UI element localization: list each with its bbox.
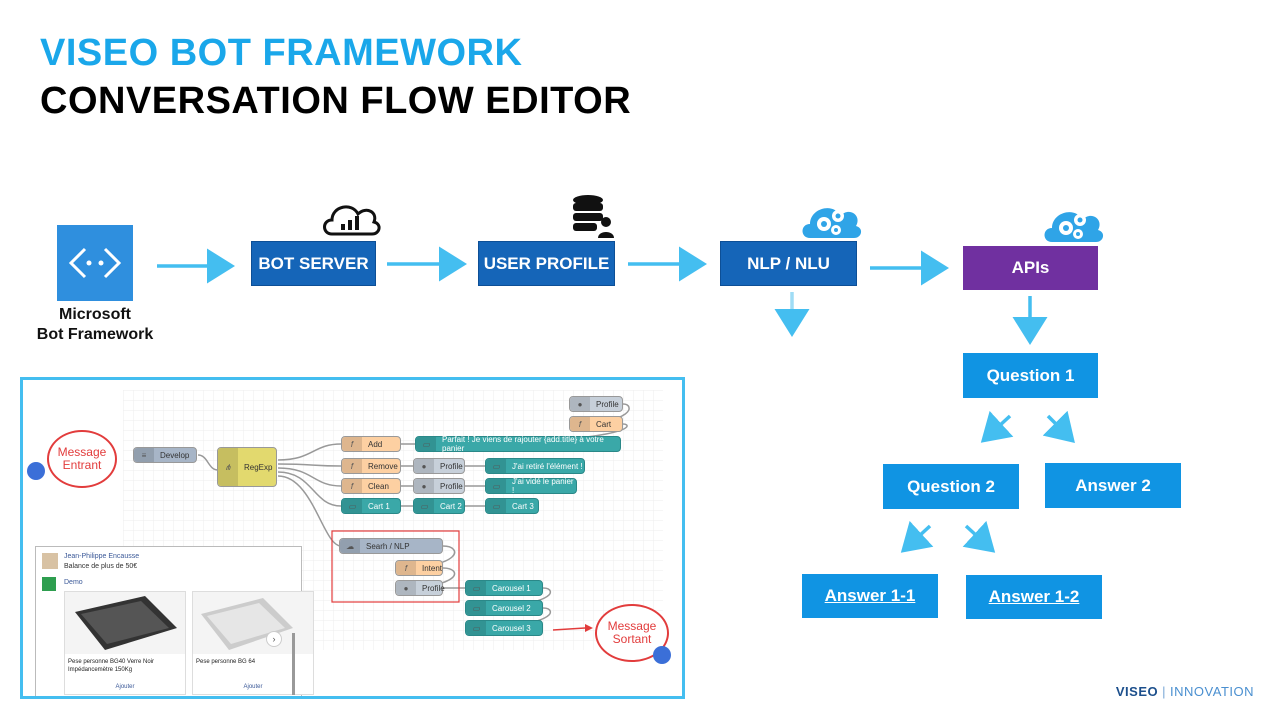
chevron-right-icon[interactable]: › [266,631,282,647]
user-profile-box: USER PROFILE [478,241,615,286]
product-card-1[interactable]: Pese personne BG40 Verre Noir Impédancem… [64,591,186,695]
avatar [42,553,58,569]
node-parfait[interactable]: ▭Parfait ! Je viens de rajouter {add.tit… [415,435,621,453]
node-profile-a[interactable]: ●Profile [413,458,465,474]
message-icon: ▭ [486,459,506,473]
title-line-2: CONVERSATION FLOW EDITOR [40,80,632,122]
message-icon: ▭ [466,621,486,635]
user-icon: ● [396,581,416,595]
message-icon: ▭ [416,437,436,451]
arrow-q1-to-q2 [980,410,1014,443]
function-icon: f [342,459,362,473]
list-icon: ≡ [134,448,154,462]
message-icon: ▭ [414,499,434,513]
user-icon: ● [414,459,434,473]
nlp-nlu-box: NLP / NLU [720,241,857,286]
bot-avatar [42,577,56,591]
node-develop[interactable]: ≡Develop [133,447,197,463]
product-image [65,592,185,654]
title-line-1: VISEO BOT FRAMEWORK [40,32,523,74]
product-card-2[interactable]: Pese personne BG 64 Ajouter [192,591,314,695]
node-profile-top[interactable]: ●Profile [569,396,623,412]
footer-brand: VISEO|INNOVATION [1115,684,1254,699]
node-cart-3[interactable]: ▭Cart 3 [485,498,539,514]
node-vide[interactable]: ▭J'ai vidé le panier ! [485,477,577,495]
node-cart-2[interactable]: ▭Cart 2 [413,498,465,514]
apis-box: APIs [963,246,1098,290]
arrow-q1-to-a2 [1042,410,1075,443]
user-icon: ● [570,397,590,411]
message-icon: ▭ [486,499,506,513]
add-to-cart-button[interactable]: Ajouter [243,684,263,690]
code-brackets-icon [68,247,122,279]
answer-1-1-box: Answer 1-1 [802,574,938,618]
node-cart-1[interactable]: ▭Cart 1 [341,498,401,514]
question-2-box: Question 2 [883,464,1019,509]
question-1-box: Question 1 [963,353,1098,398]
function-icon: f [342,479,362,493]
database-user-icon [573,195,614,238]
function-icon: f [570,417,590,431]
switch-icon: ⋔ [218,448,238,486]
function-icon: f [342,437,362,451]
message-icon: ▭ [466,581,486,595]
answer-1-2-box: Answer 1-2 [966,575,1102,619]
scale-image [75,596,177,650]
cloud-gears-icon [802,208,862,238]
messenger-icon [27,462,45,480]
node-carousel-3[interactable]: ▭Carousel 3 [465,620,543,636]
function-icon: f [396,561,416,575]
message-icon: ▭ [486,479,506,493]
bot-server-box: BOT SERVER [251,241,376,286]
messenger-icon [653,646,671,664]
node-carousel-2[interactable]: ▭Carousel 2 [465,600,543,616]
cloud-gears-icon [1044,212,1104,242]
add-to-cart-button[interactable]: Ajouter [115,684,135,690]
message-icon: ▭ [342,499,362,513]
node-carousel-1[interactable]: ▭Carousel 1 [465,580,543,596]
user-icon: ● [414,479,434,493]
scale-image [201,598,293,650]
cloud-chart-icon [323,205,381,236]
node-profile-b[interactable]: ●Profile [413,478,465,494]
message-icon: ▭ [466,601,486,615]
answer-2-box: Answer 2 [1045,463,1181,508]
node-retire[interactable]: ▭J'ai retiré l'élément ! [485,458,585,474]
product-image [193,592,313,654]
arrow-q2-to-a12 [962,520,996,553]
node-regexp[interactable]: ⋔RegExp [217,447,277,487]
node-search-nlp[interactable]: ☁Searh / NLP [339,538,443,554]
microsoft-bot-framework-logo [57,225,133,301]
arrow-q2-to-a11 [900,520,934,553]
cloud-icon: ☁ [340,539,360,553]
messenger-chat-preview: Jean-Philippe Encausse Balance de plus d… [35,546,314,696]
scrollbar[interactable] [292,633,295,695]
microsoft-label: Microsoft Bot Framework [36,306,154,343]
node-profile-c[interactable]: ●Profile [395,580,445,596]
